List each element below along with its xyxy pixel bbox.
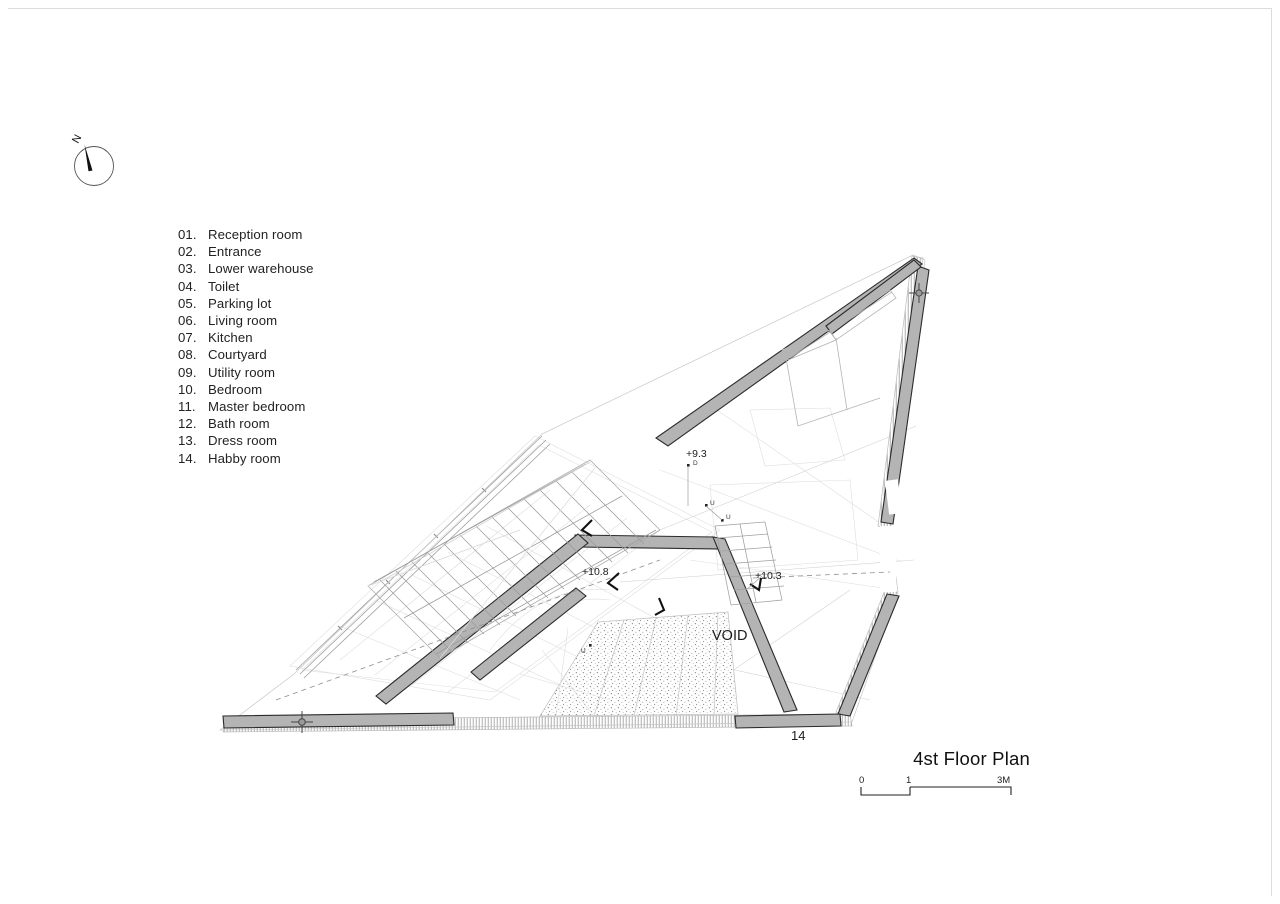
stair-down-marker: D bbox=[693, 460, 698, 467]
legend-item-number: 03. bbox=[178, 261, 197, 277]
legend-item: 09. Utility room bbox=[178, 364, 478, 381]
stair-run-main bbox=[367, 459, 661, 659]
legend-item: 10. Bedroom bbox=[178, 381, 478, 398]
legend-item: 07. Kitchen bbox=[178, 329, 478, 346]
legend-item: 08. Courtyard bbox=[178, 346, 478, 363]
scale-label-end: 3M bbox=[997, 775, 1011, 786]
legend-item: 14. Habby room bbox=[178, 450, 478, 467]
legend-item: 11. Master bedroom bbox=[178, 398, 478, 415]
legend-item-number: 10. bbox=[178, 381, 197, 397]
legend-item-label: Toilet bbox=[208, 278, 240, 294]
legend-item-label: Lower warehouse bbox=[208, 261, 314, 277]
legend-item-number: 06. bbox=[178, 313, 197, 329]
stair-up-marker-left: U bbox=[710, 500, 715, 507]
legend-item-number: 07. bbox=[178, 330, 197, 346]
legend-item-number: 04. bbox=[178, 278, 197, 294]
legend-item: 06. Living room bbox=[178, 312, 478, 329]
legend-item-number: 13. bbox=[178, 433, 197, 449]
elevation-label-left: +10.8 bbox=[582, 566, 609, 578]
sheet-border-right bbox=[1271, 8, 1272, 896]
level-leader-lines bbox=[687, 466, 763, 591]
floor-plan-drawing: +9.3 +10.8 +10.3 14 VOID D U U U bbox=[190, 230, 980, 760]
window-bay-upper-right bbox=[781, 289, 897, 427]
scale-label-start: 0 bbox=[859, 775, 865, 786]
legend-item-number: 12. bbox=[178, 416, 197, 432]
wall-openings bbox=[880, 479, 903, 592]
scale-bar-graphic bbox=[860, 786, 1012, 796]
floor-plan-svg bbox=[218, 254, 930, 733]
legend-item-label: Kitchen bbox=[208, 330, 253, 346]
title-block: 4st Floor Plan 0 1 3M bbox=[855, 748, 1030, 801]
sheet-border-top bbox=[8, 8, 1272, 9]
legend-item-label: Dress room bbox=[208, 433, 278, 449]
legend-item: 03. Lower warehouse bbox=[178, 260, 478, 277]
elevation-label-upper: +9.3 bbox=[686, 448, 707, 460]
stair-up-marker-lower: U bbox=[581, 648, 586, 655]
crosshair-icon bbox=[909, 283, 929, 303]
north-arrow-label: N bbox=[70, 133, 84, 146]
stair-arrow-icon bbox=[606, 572, 620, 591]
legend-item-number: 14. bbox=[178, 450, 197, 466]
legend-item-label: Bedroom bbox=[208, 381, 263, 397]
room-number-label: 14 bbox=[791, 728, 806, 743]
dashed-reference-lines bbox=[275, 559, 891, 701]
legend-item-label: Habby room bbox=[208, 450, 281, 466]
legend-item-number: 05. bbox=[178, 295, 197, 311]
stair-direction-arrows bbox=[580, 519, 763, 616]
legend-item-label: Utility room bbox=[208, 364, 276, 380]
level-tick-marks bbox=[589, 464, 724, 647]
courtyard-grid bbox=[519, 627, 611, 717]
legend-item-label: Courtyard bbox=[208, 347, 267, 363]
grid-crosshair-markers bbox=[291, 283, 929, 733]
void-label: VOID bbox=[712, 628, 748, 644]
plan-title: 4st Floor Plan bbox=[913, 748, 1030, 769]
legend-item: 13. Dress room bbox=[178, 432, 478, 449]
legend-item-number: 08. bbox=[178, 347, 197, 363]
legend-item-label: Bath room bbox=[208, 416, 270, 432]
north-arrow-icon: N bbox=[70, 133, 114, 186]
stair-up-marker-right: U bbox=[726, 514, 731, 521]
legend-item-number: 01. bbox=[178, 227, 197, 242]
stair-arrow-icon bbox=[580, 519, 593, 537]
underlay-construction-lines bbox=[289, 404, 903, 701]
legend-item-label: Living room bbox=[208, 313, 278, 329]
stair-arrow-icon bbox=[654, 597, 666, 616]
stair-arrow-icon bbox=[749, 577, 763, 592]
crosshair-icon bbox=[291, 711, 313, 733]
legend-item: 01. Reception room bbox=[178, 226, 478, 243]
legend-item-number: 11. bbox=[178, 399, 196, 415]
stippled-terrace bbox=[539, 611, 739, 717]
legend-item: 04. Toilet bbox=[178, 278, 478, 295]
legend-item: 02. Entrance bbox=[178, 243, 478, 260]
scale-label-mid: 1 bbox=[906, 775, 912, 786]
legend-item-label: Parking lot bbox=[208, 295, 272, 311]
scale-bar: 0 1 3M bbox=[859, 775, 1019, 801]
north-arrow: N bbox=[62, 124, 138, 200]
legend-item: 12. Bath room bbox=[178, 415, 478, 432]
legend-item-label: Reception room bbox=[208, 227, 303, 242]
elevation-label-right: +10.3 bbox=[755, 570, 782, 582]
legend-item-number: 09. bbox=[178, 364, 197, 380]
legend-item-label: Entrance bbox=[208, 244, 262, 260]
structural-walls bbox=[222, 257, 930, 729]
legend-item-label: Master bedroom bbox=[208, 399, 306, 415]
legend-item-number: 02. bbox=[178, 244, 197, 260]
room-legend: 01. Reception room 02. Entrance 03. Lowe… bbox=[178, 226, 478, 467]
legend-item: 05. Parking lot bbox=[178, 295, 478, 312]
